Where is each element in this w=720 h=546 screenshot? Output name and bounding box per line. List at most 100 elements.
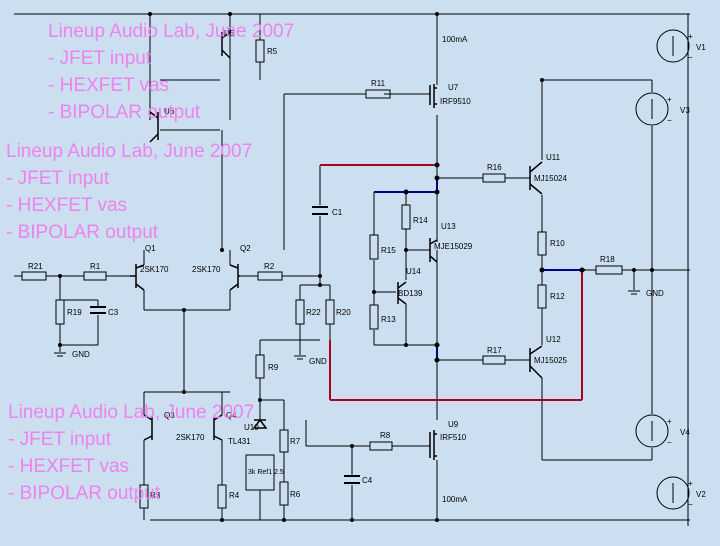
label-v1: V1 [696,43,706,52]
label-u12-part: MJ15025 [534,356,567,365]
junction-dots [58,12,654,522]
label-u7: U7 [448,83,459,92]
label-r16: R16 [487,163,502,172]
label-gnd-left: GND [72,350,90,359]
resistor-r17 [482,355,506,365]
resistor-r1 [83,271,107,281]
component-labels: R21 R1 R19 C3 Q1 2SK170 Q2 2SK170 R2 R22… [28,29,706,509]
transistor-q2 [229,264,240,291]
label-r7: R7 [290,437,301,446]
label-q4-part: 2SK170 [176,433,205,442]
label-r12: R12 [550,292,565,301]
sign-v1-plus: + [688,32,693,41]
transistor-u14 [397,281,407,305]
transistor-u9 [429,430,437,460]
resistor-r16 [482,173,506,183]
label-u13: U13 [441,222,456,231]
resistor-r4 [217,484,227,509]
label-gnd-right: GND [646,289,664,298]
label-r8: R8 [380,431,391,440]
label-r9: R9 [268,363,279,372]
shunt-reference-u10 [252,418,268,429]
overlay-1-line-2: - JFET input [48,48,152,69]
sign-v3-minus: − [667,116,672,125]
label-u11: U11 [546,153,561,162]
transistor-u13 [429,238,438,263]
label-r17: R17 [487,346,502,355]
label-r21: R21 [28,262,43,271]
overlay-1-line-1: Lineup Audio Lab, June 2007 [48,21,294,42]
transistor-q3 [143,414,153,441]
label-r18: R18 [600,255,615,264]
label-r20: R20 [336,308,351,317]
sign-v4-minus: − [667,438,672,447]
overlay-2-line-2: - JFET input [6,168,110,189]
overlay-block-3: Lineup Audio Lab, June 2007 - JFET input… [8,402,254,504]
label-u14-part: BD139 [398,289,423,298]
label-r1: R1 [90,262,101,271]
label-c1: C1 [332,208,343,217]
resistor-r10 [537,231,547,256]
label-r11: R11 [371,79,386,88]
label-r5: R5 [267,47,278,56]
label-r19: R19 [67,308,82,317]
label-c4: C4 [362,476,373,485]
label-v2: V2 [696,490,706,499]
capacitor-c4 [344,475,360,484]
transistor-u12 [529,345,543,379]
resistor-r19 [55,299,65,325]
capacitor-c1 [312,206,328,215]
overlay-3-line-2: - JFET input [8,429,112,450]
label-u5: U5 [224,29,235,38]
label-ref1: 3k Ref1 2.5 [248,469,284,476]
label-q1: Q1 [145,244,156,253]
sign-v4-plus: + [667,417,672,426]
resistor-r20 [325,299,335,325]
transistor-u6 [149,111,159,143]
resistor-r13 [369,304,379,330]
capacitor-c3 [90,306,106,314]
label-u13-part: MJE15029 [434,242,473,251]
source-v2 [656,476,690,510]
resistor-r15 [369,234,379,260]
label-u11-part: MJ15024 [534,174,567,183]
label-q2: Q2 [240,244,251,253]
resistor-r5 [255,39,265,63]
label-current-top: 100mA [442,35,468,44]
overlay-1-line-4: - BIPOLAR output [48,102,201,123]
overlay-3-line-3: - HEXFET vas [8,456,129,477]
label-v3: V3 [680,106,690,115]
resistor-r8 [369,441,393,451]
resistor-r11 [365,89,391,99]
transistor-u11 [529,161,543,195]
label-r15: R15 [381,246,396,255]
label-q2-part: 2SK170 [192,265,221,274]
label-u14: U14 [406,267,421,276]
label-v4: V4 [680,428,690,437]
label-u10-part: TL431 [228,437,251,446]
overlay-3-line-1: Lineup Audio Lab, June 2007 [8,402,254,423]
resistor-r9 [255,354,265,379]
label-u12: U12 [546,335,561,344]
overlay-block-1: Lineup Audio Lab, June 2007 - JFET input… [48,21,294,123]
label-current-bottom: 100mA [442,495,468,504]
label-u6: U6 [164,107,175,116]
label-q4: Q4 [226,411,237,420]
label-r3: R3 [150,491,161,500]
resistor-r3 [139,484,149,509]
resistor-r18 [595,265,623,275]
transistor-q4 [213,414,223,441]
transistor-u5 [221,31,231,59]
resistor-r21 [21,271,47,281]
resistor-r6 [279,481,289,506]
transistor-u7 [429,84,437,108]
resistor-r2 [257,271,283,281]
label-q3: Q3 [164,411,175,420]
source-v3 [635,92,669,126]
reference-ref1 [245,454,275,491]
ground-mid [294,355,306,360]
source-v4 [635,414,669,448]
sign-v3-plus: + [667,95,672,104]
wires [14,13,690,526]
